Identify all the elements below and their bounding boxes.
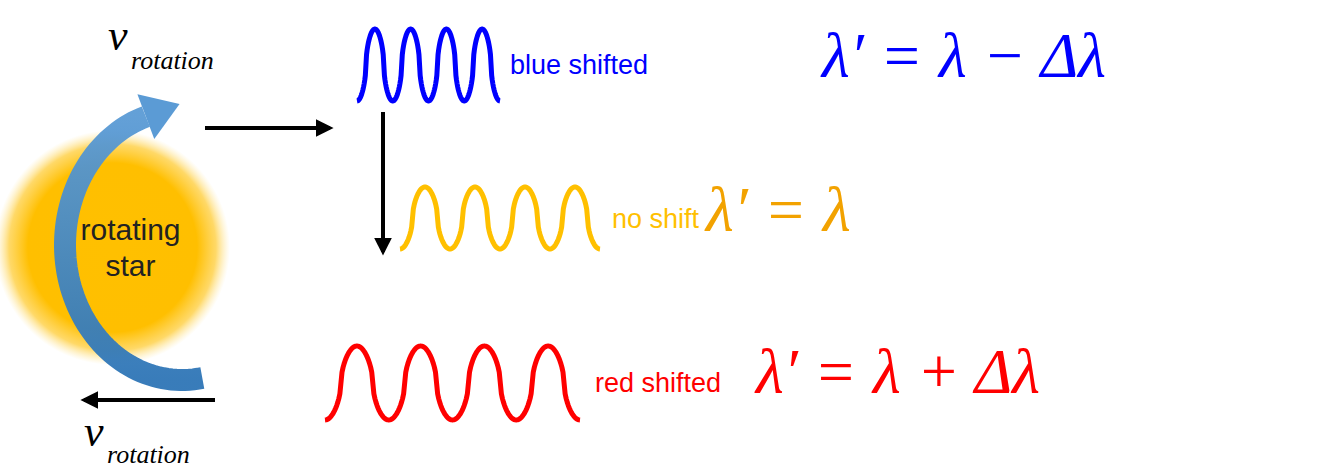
shift-label: red shifted: [595, 370, 721, 397]
motion-arrow: [381, 112, 385, 252]
wavelength-formula: λ′ = λ + Δλ: [756, 340, 1040, 404]
velocity-subscript: rotation: [107, 442, 190, 468]
velocity-symbol: v: [84, 410, 104, 454]
shift-label: blue shifted: [510, 52, 648, 79]
velocity-subscript: rotation: [131, 48, 214, 74]
light-wave: [400, 187, 600, 249]
rotation-arrow: [65, 94, 202, 380]
wavelength-formula: λ′ = λ − Δλ: [822, 24, 1106, 88]
star-outline: [0, 130, 230, 365]
shift-label: no shift: [612, 206, 699, 233]
star-label: rotating star: [67, 212, 195, 284]
velocity-arrow: [205, 126, 330, 130]
rotating-star: rotating star: [0, 130, 230, 365]
velocity-arrow: [84, 398, 215, 402]
light-wave: [357, 29, 500, 101]
wavelength-formula: λ′ = λ: [706, 178, 851, 242]
velocity-symbol: v: [108, 14, 128, 58]
star-disc: [0, 130, 230, 365]
light-wave: [325, 346, 580, 420]
